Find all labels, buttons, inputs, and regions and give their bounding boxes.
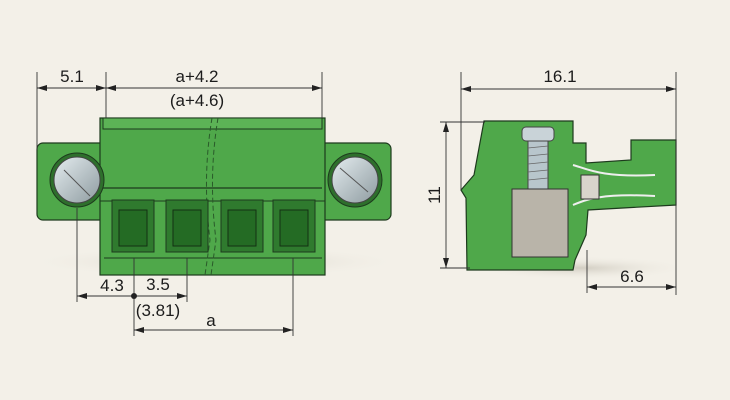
screw-head-icon (521, 126, 555, 142)
contact-pin (580, 174, 600, 200)
dim-pitch-label: 3.5 (146, 275, 170, 294)
dim-plug-label: 6.6 (620, 267, 644, 286)
dim-origin-dot (131, 293, 137, 299)
dim-edge-label: 4.3 (100, 276, 124, 295)
dim-depth-label: 16.1 (543, 67, 576, 86)
clamp-block (511, 188, 569, 258)
break-line (204, 117, 213, 276)
screw-thread-icon (527, 140, 549, 192)
front-view (36, 117, 392, 276)
top-band (102, 117, 323, 130)
front-dimensions: 5.1 a+4.2 (a+4.6) 4.3 3.5 (3.81) a (36, 67, 323, 336)
side-view (460, 120, 677, 271)
dim-span-label: a (206, 311, 216, 330)
dim-height-label: 11 (425, 186, 444, 204)
left-screw-icon (53, 156, 101, 204)
dim-flange-label: 5.1 (60, 67, 84, 86)
dim-width-label: a+4.2 (175, 67, 218, 86)
right-screw-icon (331, 156, 379, 204)
side-dimensions: 16.1 11 6.6 (425, 67, 677, 295)
dim-width-alt-label: (a+4.6) (170, 91, 224, 110)
dim-pitch-alt-label: (3.81) (136, 301, 180, 320)
wire-openings (111, 199, 316, 253)
